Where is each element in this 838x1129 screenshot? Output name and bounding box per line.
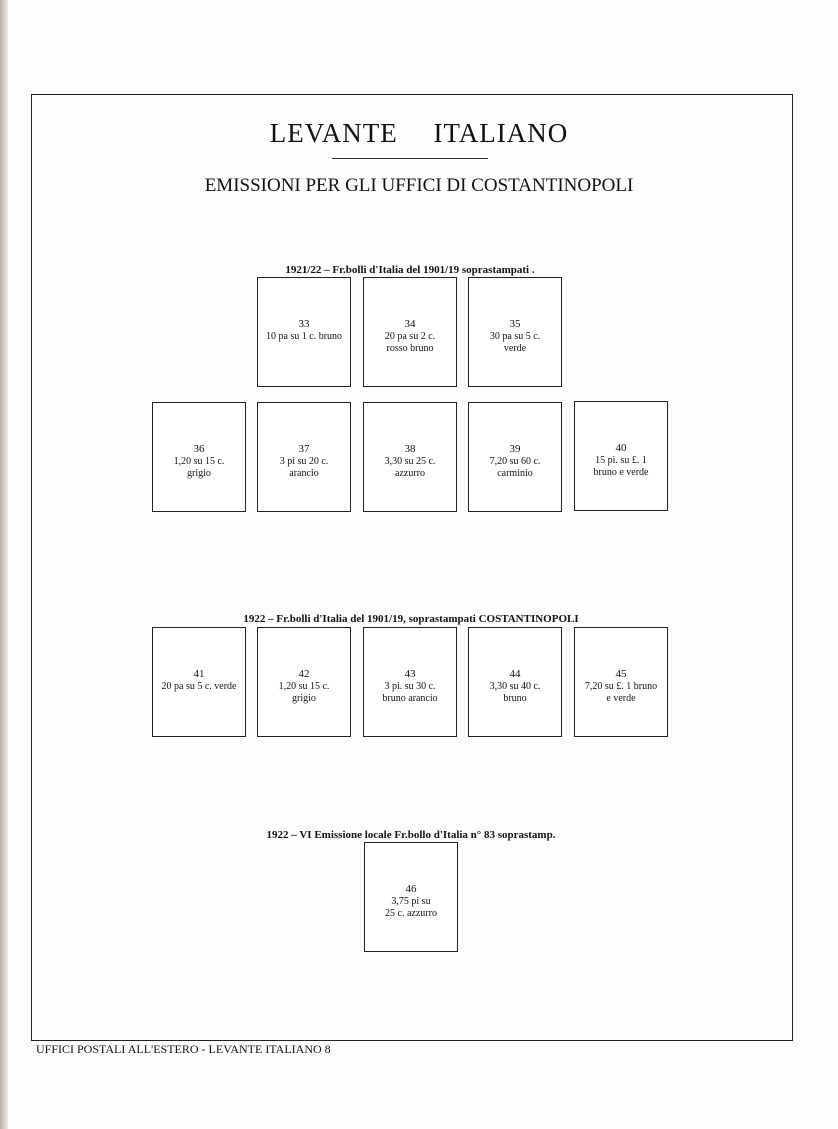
stamp-description: 25 c. azzurro bbox=[385, 908, 437, 919]
stamp-description: 3 pi. su 30 c. bbox=[384, 680, 436, 692]
stamp-description: 3 pi su 20 c. bbox=[279, 455, 329, 467]
stamp-number: 43 bbox=[404, 668, 416, 680]
page-subtitle: EMISSIONI PER GLI UFFICI DI COSTANTINOPO… bbox=[204, 175, 634, 196]
stamp-description: arancio bbox=[289, 468, 319, 479]
stamp-description: 7,20 su £. 1 bruno bbox=[584, 680, 658, 692]
stamp-description: 3,75 pi su bbox=[391, 895, 431, 907]
section-caption-1921: 1921/22 – Fr.bolli d'Italia del 1901/19 … bbox=[285, 264, 535, 276]
stamp-description: bruno e verde bbox=[593, 467, 649, 478]
section-caption-1922: 1922 – Fr.bolli d'Italia del 1901/19, so… bbox=[243, 613, 579, 625]
stamp-description: rosso bruno bbox=[386, 343, 434, 354]
section-caption-1922-local: 1922 – VI Emissione locale Fr.bollo d'It… bbox=[266, 829, 556, 841]
stamp-description: bruno arancio bbox=[382, 693, 438, 704]
page-footer: UFFICI POSTALI ALL'ESTERO - LEVANTE ITAL… bbox=[36, 1042, 331, 1056]
page-title: LEVANTE ITALIANO bbox=[269, 118, 569, 148]
stamp-number: 46 bbox=[405, 883, 417, 895]
stamp-number: 45 bbox=[615, 668, 627, 680]
stamp-number: 36 bbox=[193, 443, 205, 455]
page-frame bbox=[31, 94, 793, 1041]
stamp-description: 7,20 su 60 c. bbox=[489, 455, 541, 467]
stamp-number: 35 bbox=[509, 318, 521, 330]
stamp-number: 37 bbox=[298, 443, 310, 455]
stamp-description: azzurro bbox=[395, 468, 425, 479]
stamp-description: 10 pa su 1 c. bruno bbox=[265, 330, 343, 342]
stamp-number: 38 bbox=[404, 443, 416, 455]
stamp-description: 1,20 su 15 c. bbox=[278, 680, 330, 692]
stamp-description: 3,30 su 25 c. bbox=[384, 455, 436, 467]
stamp-description: bruno bbox=[503, 693, 527, 704]
stamp-description: e verde bbox=[606, 693, 636, 704]
stamp-number: 42 bbox=[298, 668, 310, 680]
stamp-number: 33 bbox=[298, 318, 310, 330]
stamp-number: 34 bbox=[404, 318, 416, 330]
stamp-description: carminio bbox=[497, 468, 533, 479]
stamp-description: grigio bbox=[292, 693, 316, 704]
stamp-description: 15 pi. su £. 1 bbox=[595, 454, 647, 466]
stamp-number: 44 bbox=[509, 668, 521, 680]
stamp-description: 20 pa su 5 c. verde bbox=[161, 680, 237, 692]
stamp-description: 3,30 su 40 c. bbox=[489, 680, 541, 692]
stamp-description: 30 pa su 5 c. bbox=[489, 330, 541, 342]
stamp-description: 20 pa su 2 c. bbox=[384, 330, 436, 342]
page-edge bbox=[0, 0, 8, 1129]
title-underline bbox=[332, 158, 488, 159]
stamp-description: grigio bbox=[187, 468, 211, 479]
stamp-number: 39 bbox=[509, 443, 521, 455]
stamp-number: 41 bbox=[193, 668, 205, 680]
stamp-description: 1,20 su 15 c. bbox=[173, 455, 225, 467]
stamp-description: verde bbox=[503, 343, 527, 354]
stamp-number: 40 bbox=[615, 442, 627, 454]
